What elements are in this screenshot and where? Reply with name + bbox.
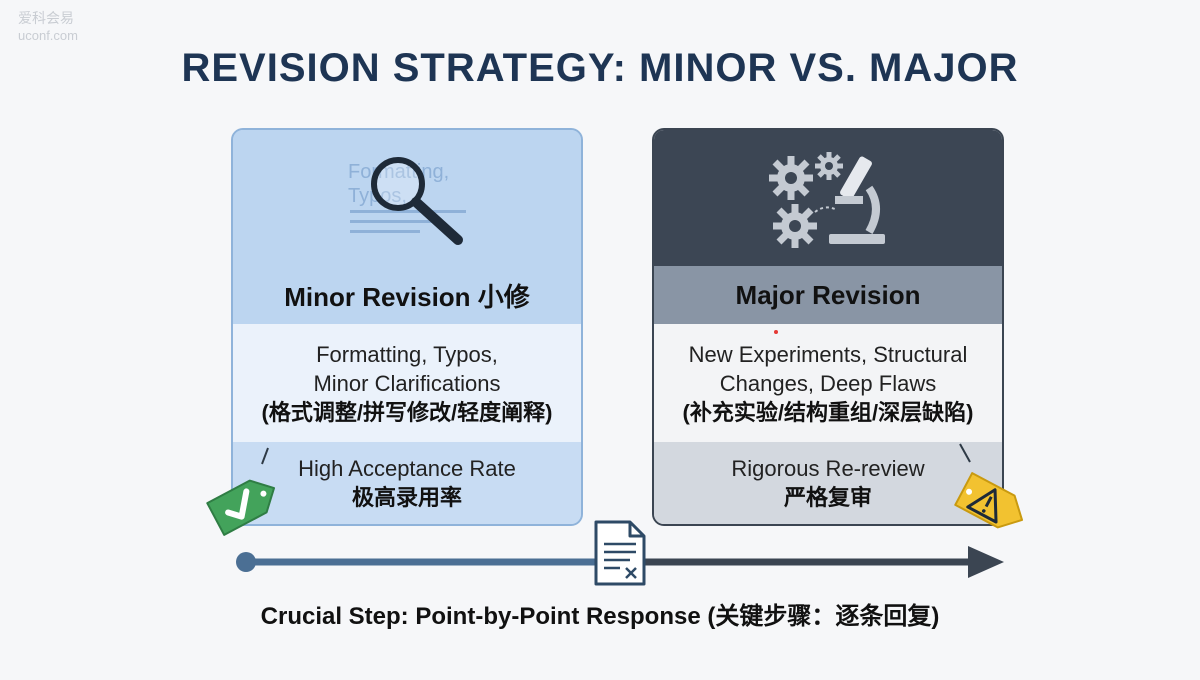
major-desc-line-2: Changes, Deep Flaws [719, 370, 937, 396]
minor-heading: Minor Revision 小修 [233, 266, 581, 324]
minor-outcome: High Acceptance Rate 极高录用率 [233, 442, 581, 524]
microscope-icon [814, 156, 885, 244]
watermark-url: uconf.com [18, 28, 78, 43]
major-outcome: Rigorous Re-review 严格复审 [654, 442, 1002, 524]
magnifier-icon [371, 157, 463, 245]
major-description: New Experiments, Structural Changes, Dee… [654, 324, 1002, 442]
timeline-arrow [236, 546, 1004, 578]
gear-icon [769, 156, 813, 200]
major-heading: Major Revision [654, 266, 1002, 324]
major-outcome-zh: 严格复审 [783, 485, 872, 510]
minor-desc-line-1: Formatting, Typos, [316, 341, 498, 367]
arrow-head-icon [968, 546, 1004, 578]
red-dot [774, 330, 778, 334]
minor-outcome-en: High Acceptance Rate [298, 456, 516, 481]
magnifier-illustration: Formatting, Typos, [348, 157, 466, 245]
bottom-caption: Crucial Step: Point-by-Point Response (关… [260, 603, 940, 630]
watermark: 爱科会易 uconf.com [18, 10, 78, 44]
minor-outcome-zh: 极高录用率 [351, 485, 462, 510]
major-desc-zh: (补充实验/结构重组/深层缺陷) [682, 399, 974, 425]
minor-revision-card: Minor Revision 小修 Formatting, Typos, Min… [231, 128, 583, 526]
minor-desc-line-2: Minor Clarifications [313, 370, 501, 396]
gears-microscope-illustration [769, 152, 885, 248]
major-outcome-en: Rigorous Re-review [731, 456, 925, 481]
warning-tag-icon [954, 443, 1024, 529]
minor-desc-zh: (格式调整/拼写修改/轻度阐释) [261, 399, 553, 425]
watermark-cn: 爱科会易 [18, 10, 74, 26]
gear-icon [773, 204, 817, 248]
page-title: REVISION STRATEGY: MINOR VS. MAJOR [181, 46, 1019, 90]
minor-description: Formatting, Typos, Minor Clarifications … [233, 324, 581, 442]
gear-icon [815, 152, 843, 180]
major-desc-line-1: New Experiments, Structural [688, 341, 968, 367]
major-revision-card: Major Revision New Experiments, Structur… [652, 128, 1004, 526]
checkmark-tag-icon [206, 447, 276, 536]
document-icon [594, 520, 646, 586]
minor-illustration-area [233, 130, 581, 266]
